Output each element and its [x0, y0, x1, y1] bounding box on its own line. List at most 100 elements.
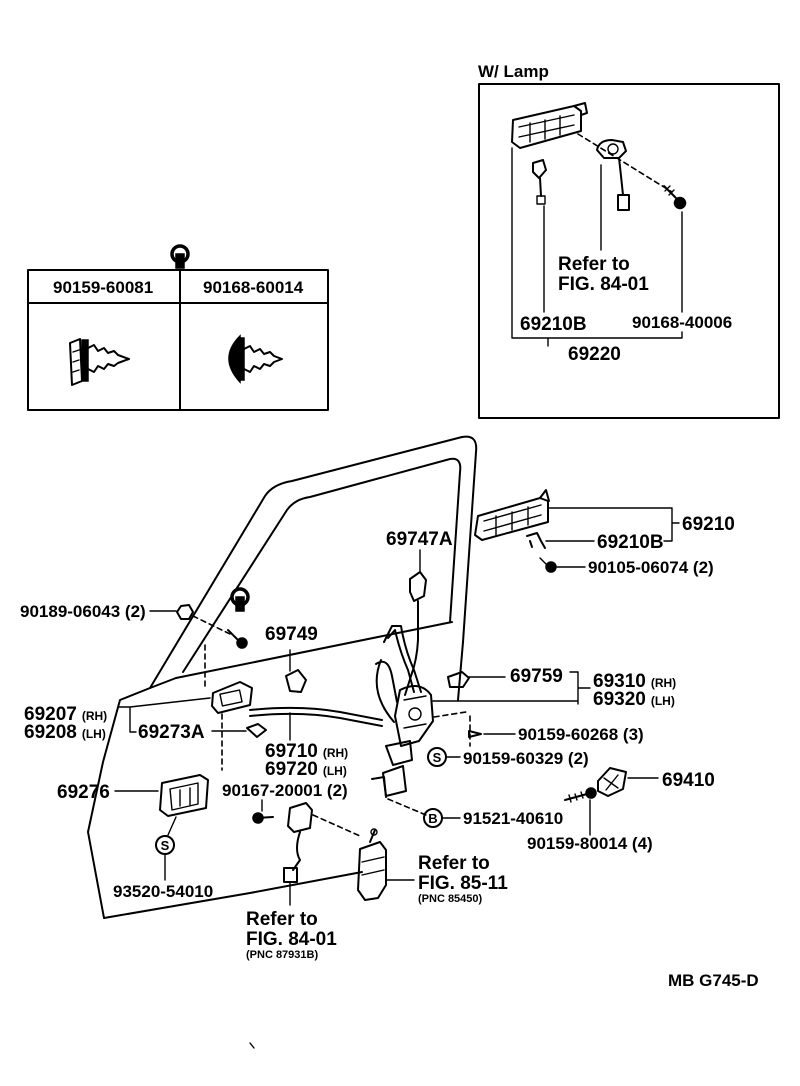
label-69749: 69749 [265, 624, 318, 645]
lock-rod-5 [375, 659, 395, 723]
bezel-drawing: S [114, 774, 209, 881]
label-69210: 69210 [682, 514, 735, 535]
label-90159-80014: 90159-80014 (4) [527, 834, 653, 853]
label-93520: 93520-54010 [113, 882, 213, 901]
label-69710-side: (RH) [323, 746, 348, 760]
lamp-box-leaders [511, 147, 683, 347]
lamp-handle-body [511, 105, 582, 149]
square-washer-marks [72, 349, 80, 373]
inside-handle-leaders [117, 697, 211, 733]
rod-connector-69747a [409, 571, 427, 602]
label-69273a: 69273A [138, 722, 205, 743]
s-symbol-upper-ring [427, 747, 447, 767]
clip-symbol-frame-stem [235, 596, 245, 612]
stray-mark [249, 1042, 255, 1049]
lamp-plug [617, 194, 630, 211]
label-90159-60329: 90159-60329 (2) [463, 749, 589, 768]
lock-dashed-guides [387, 711, 471, 816]
door-bottom-edge [103, 871, 363, 919]
clip-symbol-icon [170, 244, 190, 269]
inside-handle-drawing [117, 644, 383, 771]
lock-pnc: (PNC 85450) [418, 893, 483, 905]
label-69720-number: 69720 [265, 759, 318, 780]
b-symbol-ring [423, 808, 443, 828]
label-69320: 69320(LH) [593, 689, 675, 710]
label-69310-number: 69310 [593, 671, 646, 692]
b-symbol-letter: B [428, 811, 437, 826]
label-69276: 69276 [57, 782, 110, 803]
window-frame-inner [182, 457, 462, 673]
lock-fig-ref: FIG. 85-11 [418, 873, 508, 894]
square-washer [69, 338, 83, 386]
lamp-refer-to: Refer to [558, 254, 630, 275]
label-69208-side: (LH) [82, 727, 106, 741]
lamp-clip-stem [539, 177, 542, 197]
lock-assembly-drawing: S B [371, 549, 591, 828]
window-belt-line [175, 621, 453, 679]
label-90189: 90189-06043 (2) [20, 602, 146, 621]
outside-handle-drawing [474, 489, 680, 573]
label-69747a: 69747A [386, 529, 453, 550]
label-69720-side: (LH) [323, 764, 347, 778]
frame-screw-head [236, 637, 248, 649]
s-symbol-lower-ring [155, 835, 175, 855]
label-69310: 69310(RH) [593, 671, 676, 692]
switch-screw-head [252, 812, 264, 824]
lock-lower-tab [371, 776, 387, 798]
nut-dashed-guide [192, 615, 231, 635]
label-90105: 90105-06074 (2) [588, 558, 714, 577]
screw-table-grid [27, 269, 329, 411]
s-symbol-lower-letter: S [161, 838, 170, 853]
label-69320-number: 69320 [593, 689, 646, 710]
label-91521: 91521-40610 [463, 809, 563, 828]
inside-handle-body [211, 681, 253, 714]
label-69207: 69207(RH) [24, 704, 107, 725]
lock-leaders [432, 671, 591, 705]
lamp-box-frame [478, 83, 780, 419]
door-switch-body [287, 802, 313, 833]
door-rear-edge [457, 641, 464, 701]
switch-fig-ref: FIG. 84-01 [246, 929, 337, 950]
label-90167: 90167-20001 (2) [222, 781, 348, 800]
lamp-clip-drawing [532, 159, 547, 205]
door-lock-body [394, 685, 434, 747]
lamp-clip-foot [536, 195, 546, 205]
lock-screw-90159-60268 [468, 730, 482, 738]
nut-90189 [176, 604, 194, 620]
label-90159-60268: 90159-60268 (3) [518, 725, 644, 744]
s-symbol-lower-leaders [164, 816, 177, 881]
part-labels: 69747A 69210 69210B 90105-06074 (2) 9018… [20, 514, 735, 901]
inside-handle-rod-bottom [249, 712, 383, 727]
door-switch-connector [283, 867, 298, 883]
dome-screw-head [228, 334, 241, 384]
door-lock-latch [408, 707, 422, 721]
lamp-cord [618, 157, 624, 196]
outside-handle-rod [526, 532, 546, 549]
lamp-part-screw: 90168-40006 [632, 313, 732, 332]
s-symbol-upper-letter: S [433, 750, 442, 765]
screw-table-frame [27, 269, 329, 411]
door-frame [87, 435, 478, 919]
outside-handle-leaders [545, 507, 680, 568]
s-symbol-lower-icon: S [155, 835, 175, 855]
handle-screw-shank [539, 557, 548, 566]
clip-symbol-stem [175, 253, 185, 269]
label-69207-side: (RH) [82, 709, 107, 723]
lock-rod-3 [387, 629, 415, 693]
lamp-part-handle: 69210B [520, 314, 587, 335]
dome-screw-thread [243, 345, 283, 373]
lamp-clip-head [532, 159, 547, 179]
bezel-body [159, 774, 209, 817]
door-switch-wire [292, 831, 301, 871]
inside-handle-rod-top [249, 706, 383, 721]
clip-69759 [447, 671, 470, 688]
figure-code: MB G745-D [668, 971, 759, 990]
label-69208-number: 69208 [24, 722, 77, 743]
label-69410: 69410 [662, 770, 715, 791]
lock-rod-2 [383, 625, 422, 693]
lamp-box-title: W/ Lamp [478, 62, 549, 81]
lamp-fig-ref: FIG. 84-01 [558, 274, 649, 295]
lamp-handle-hook [573, 102, 588, 116]
label-69710: 69710(RH) [265, 741, 348, 762]
lamp-handle-detail [518, 114, 575, 143]
